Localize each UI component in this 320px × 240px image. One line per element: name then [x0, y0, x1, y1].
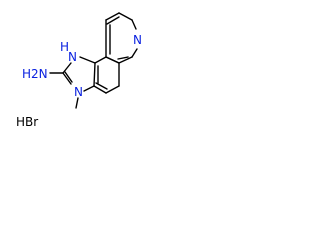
bond — [64, 71, 73, 83]
bond — [117, 56, 129, 60]
chemical-structure: N N H H2N N HBr — [16, 12, 142, 129]
bond — [95, 82, 108, 90]
bond — [75, 97, 79, 109]
bond — [62, 72, 72, 85]
bond — [105, 12, 120, 21]
bond — [131, 19, 137, 30]
bond — [105, 85, 120, 94]
amine-group-label: H2N — [22, 67, 48, 81]
methylated-nitrogen-label: N — [74, 85, 83, 99]
bond — [79, 56, 96, 64]
bond — [118, 56, 133, 64]
bond — [105, 56, 120, 64]
bond — [83, 85, 95, 92]
imidazole-nh-nitrogen-label: N — [68, 50, 77, 64]
bond — [118, 12, 133, 21]
hydrobromide-label: HBr — [16, 115, 38, 129]
bond — [94, 56, 107, 64]
ring-nitrogen-label: N — [133, 33, 142, 47]
imidazole-nh-hydrogen-label: H — [60, 40, 69, 54]
bond — [131, 48, 138, 58]
bond — [106, 16, 120, 25]
bond — [62, 62, 72, 74]
bond — [93, 62, 96, 87]
bond — [93, 85, 107, 94]
